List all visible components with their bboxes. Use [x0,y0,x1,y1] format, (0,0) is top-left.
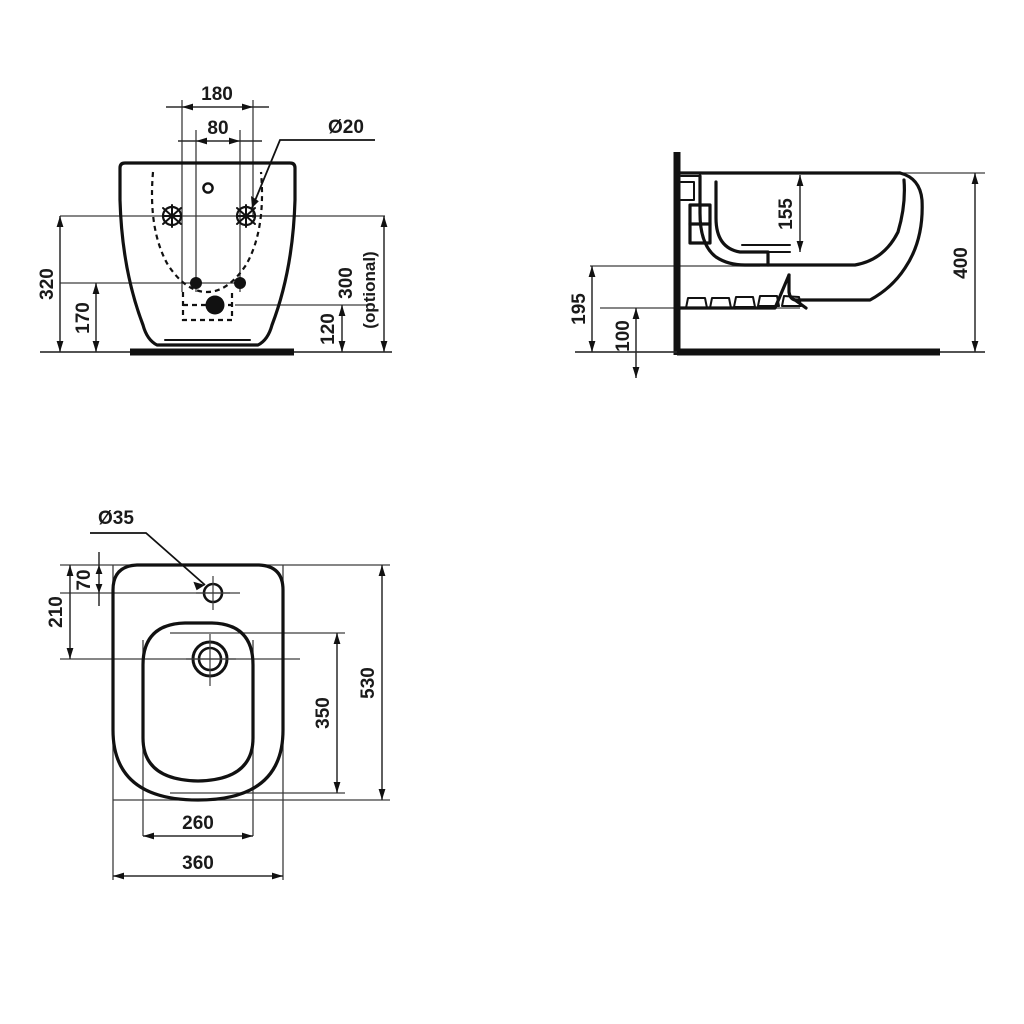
bidet-plan-outline [111,563,285,802]
dimension-260 [143,832,253,840]
dimension-80-label: 80 [207,118,228,139]
dimension-170 [92,283,100,352]
dimension-80 [178,137,262,145]
dimension-180-label: 180 [201,84,233,105]
dimension-320-label: 320 [37,268,58,300]
dimension-195 [588,266,596,352]
plan-extension-lines [60,564,390,880]
dimension-350-label: 350 [313,697,334,729]
dimension-210 [66,565,74,659]
side-underside-ribs [685,295,802,309]
dimension-300 [380,216,388,352]
dimension-155 [796,175,804,252]
front-fixing-bolt-holes [161,204,257,228]
callout-d35-label: Ø35 [98,508,134,529]
front-supply-points [190,277,246,315]
dimension-155-label: 155 [776,198,797,230]
dimension-320 [56,216,64,352]
callout-d35-leader [90,532,206,591]
plan-waste-outlet [186,634,236,686]
dimension-360 [113,872,283,880]
dimension-400 [971,173,979,352]
plan-tap-hole [196,576,230,610]
dimension-70 [95,552,103,606]
dimension-260-label: 260 [182,813,214,834]
dimension-120-label: 120 [318,313,339,345]
dimension-70-label: 70 [74,569,95,590]
dimension-195-label: 195 [569,293,590,325]
bidet-side-body [678,171,924,310]
dimension-400-label: 400 [951,247,972,279]
plan-view: Ø35 70 210 350 [46,508,390,880]
front-overflow-hole [202,182,214,194]
dimension-300-note-label: (optional) [360,251,379,328]
dimension-530-label: 530 [358,667,379,699]
side-view: 155 400 195 100 [569,152,985,378]
dimension-530 [378,565,386,800]
dimension-170-label: 170 [73,302,94,334]
dimension-180 [166,103,269,111]
dimension-350 [333,633,341,793]
dimension-100-label: 100 [613,320,634,352]
bidet-front-body [118,161,297,347]
dimension-120 [338,305,346,352]
dimension-300-label: 300 [336,267,357,299]
dimension-360-label: 360 [182,853,214,874]
dimension-210-label: 210 [46,596,67,628]
front-view: 180 80 Ø20 320 [37,84,392,356]
callout-d20-leader [251,139,375,209]
callout-d20-label: Ø20 [328,117,364,138]
dimension-100 [632,308,640,378]
bidet-plan-bowl [141,621,255,783]
